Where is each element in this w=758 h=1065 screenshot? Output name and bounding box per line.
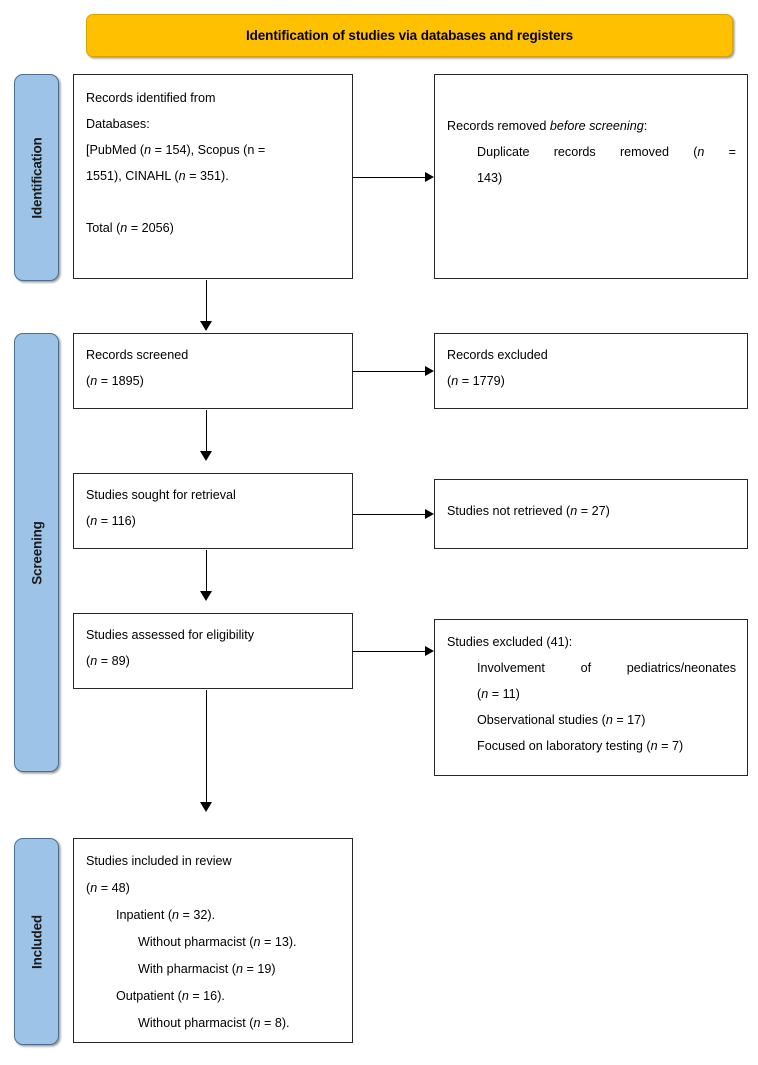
studies-sought-line-1: Studies sought for retrieval bbox=[86, 488, 236, 502]
connector-screened-to-excluded-arrowhead bbox=[425, 366, 434, 376]
studies-excluded-reason-1: Involvement of pediatrics/neonates bbox=[477, 661, 736, 675]
studies-excluded-reason-2: Observational studies (n = 17) bbox=[477, 713, 646, 727]
connector-screened-to-sought-arrowhead bbox=[200, 451, 212, 461]
studies-included-line-1: Studies included in review bbox=[86, 854, 232, 868]
diagram-header-title: Identification of studies via databases … bbox=[245, 28, 574, 43]
records-excluded-line-2: (n = 1779) bbox=[447, 374, 505, 388]
records-excluded-line-1: Records excluded bbox=[447, 348, 548, 362]
connector-identified-to-removed bbox=[353, 177, 425, 178]
box-records-identified: Records identified from Databases: [PubM… bbox=[73, 74, 353, 279]
connector-identified-to-removed-arrowhead bbox=[425, 172, 434, 182]
connector-sought-to-assessed bbox=[206, 550, 207, 592]
records-identified-total: Total (n = 2056) bbox=[86, 221, 174, 235]
stage-label-included: Included bbox=[14, 838, 59, 1045]
stage-label-screening-text: Screening bbox=[29, 520, 44, 585]
box-records-screened: Records screened (n = 1895) bbox=[73, 333, 353, 409]
connector-assessed-to-included-arrowhead bbox=[200, 802, 212, 812]
studies-sought-line-2: (n = 116) bbox=[86, 514, 136, 528]
studies-assessed-line-2: (n = 89) bbox=[86, 654, 130, 668]
stage-label-included-text: Included bbox=[29, 914, 44, 969]
records-screened-line-2: (n = 1895) bbox=[86, 374, 144, 388]
studies-included-inpatient-without-pharmacist: Without pharmacist (n = 13). bbox=[138, 935, 297, 949]
stage-label-identification-text: Identification bbox=[29, 136, 44, 219]
records-identified-line-1: Records identified from bbox=[86, 91, 216, 105]
connector-screened-to-excluded bbox=[353, 371, 425, 372]
studies-included-line-2: (n = 48) bbox=[86, 881, 130, 895]
box-studies-excluded-reasons: Studies excluded (41): Involvement of pe… bbox=[434, 619, 748, 776]
box-records-excluded: Records excluded (n = 1779) bbox=[434, 333, 748, 409]
connector-assessed-to-included bbox=[206, 690, 207, 803]
studies-assessed-line-1: Studies assessed for eligibility bbox=[86, 628, 254, 642]
connector-assessed-to-excluded bbox=[353, 651, 425, 652]
box-studies-assessed: Studies assessed for eligibility (n = 89… bbox=[73, 613, 353, 689]
connector-sought-to-not-retrieved-arrowhead bbox=[425, 509, 434, 519]
studies-included-inpatient: Inpatient (n = 32). bbox=[116, 908, 216, 922]
records-identified-line-2: Databases: bbox=[86, 117, 150, 131]
studies-included-outpatient-without-pharmacist: Without pharmacist (n = 8). bbox=[138, 1016, 290, 1030]
connector-sought-to-not-retrieved bbox=[353, 514, 425, 515]
records-identified-line-4: 1551), CINAHL (n = 351). bbox=[86, 169, 229, 183]
stage-label-identification: Identification bbox=[14, 74, 59, 281]
connector-sought-to-assessed-arrowhead bbox=[200, 591, 212, 601]
records-identified-line-3: [PubMed (n = 154), Scopus (n = bbox=[86, 143, 266, 157]
connector-identified-to-screened-arrowhead bbox=[200, 321, 212, 331]
studies-not-retrieved-line-1: Studies not retrieved (n = 27) bbox=[447, 504, 610, 518]
box-studies-sought: Studies sought for retrieval (n = 116) bbox=[73, 473, 353, 549]
records-identified-spacer bbox=[86, 189, 341, 215]
connector-identified-to-screened bbox=[206, 280, 207, 322]
records-screened-line-1: Records screened bbox=[86, 348, 189, 362]
studies-excluded-heading: Studies excluded (41): bbox=[447, 635, 573, 649]
records-removed-line-1: Records removed before screening: bbox=[447, 119, 648, 133]
connector-screened-to-sought bbox=[206, 410, 207, 452]
studies-excluded-reason-3: Focused on laboratory testing (n = 7) bbox=[477, 739, 684, 753]
studies-included-inpatient-with-pharmacist: With pharmacist (n = 19) bbox=[138, 962, 276, 976]
studies-excluded-reason-1-count: (n = 11) bbox=[477, 687, 520, 701]
diagram-header-banner: Identification of studies via databases … bbox=[86, 14, 733, 57]
records-removed-line-2: Duplicate records removed (n = bbox=[477, 145, 736, 159]
box-studies-included: Studies included in review (n = 48) Inpa… bbox=[73, 838, 353, 1043]
records-removed-line-3: 143) bbox=[477, 171, 503, 185]
stage-label-screening: Screening bbox=[14, 333, 59, 772]
connector-assessed-to-excluded-arrowhead bbox=[425, 646, 434, 656]
box-studies-not-retrieved: Studies not retrieved (n = 27) bbox=[434, 479, 748, 549]
box-records-removed: Records removed before screening: Duplic… bbox=[434, 74, 748, 279]
studies-included-outpatient: Outpatient (n = 16). bbox=[116, 989, 225, 1003]
